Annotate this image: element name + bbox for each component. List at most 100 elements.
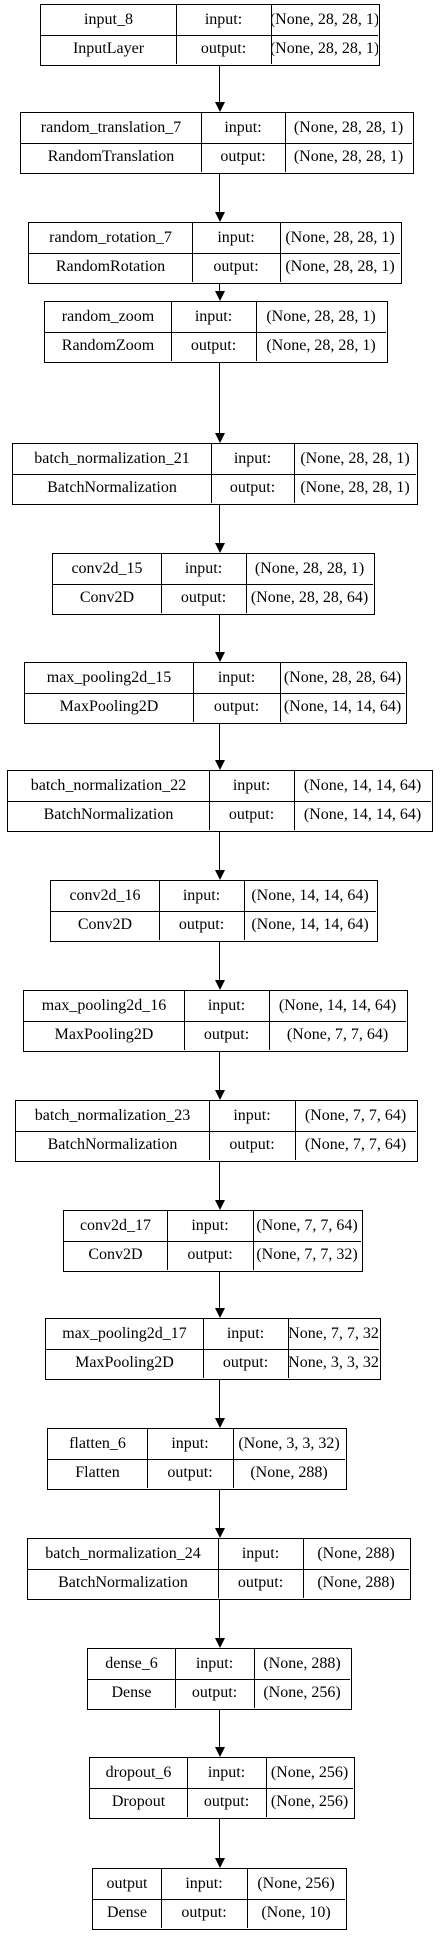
layer-type: Conv2D [77, 916, 133, 934]
connector-line [219, 505, 221, 543]
row-divider [29, 252, 400, 254]
connector-line [219, 615, 221, 652]
layer-type: RandomRotation [55, 258, 166, 276]
output-label: output: [190, 337, 237, 355]
input-shape: [(None, 28, 28, 1)] [271, 10, 378, 28]
output-shape: [(None, 28, 28, 1)] [271, 40, 378, 58]
input-label: input: [207, 1763, 246, 1781]
output-label: output: [167, 1464, 213, 1482]
row-divider [45, 331, 386, 333]
output-label: output: [203, 1026, 250, 1044]
layer-type: Dense [111, 1684, 152, 1702]
input-shape: (None, 28, 28, 64) [283, 668, 402, 686]
input-label: input: [194, 307, 233, 325]
output-label: output: [191, 1684, 238, 1702]
input-label: input: [226, 1324, 265, 1342]
row-divider [64, 1240, 361, 1242]
output-label: output: [213, 698, 260, 716]
input-shape: (None, 7, 7, 32) [288, 1324, 379, 1342]
layer-type: RandomTranslation [47, 148, 175, 166]
layer-name: dropout_6 [105, 1763, 172, 1781]
input-label: input: [184, 559, 223, 577]
input-label: input: [207, 996, 246, 1014]
output-shape: (None, 3, 3, 32) [288, 1354, 379, 1372]
input-shape: (None, 28, 28, 1) [293, 118, 404, 136]
connector-line [219, 942, 221, 980]
layer-name: input_8 [84, 10, 133, 28]
connector-line [219, 174, 221, 212]
output-label: output: [180, 589, 227, 607]
row-divider [13, 473, 416, 475]
layer-type: BatchNormalization [47, 1136, 178, 1154]
input-shape: (None, 28, 28, 1) [266, 307, 376, 325]
input-label: input: [204, 10, 243, 28]
arrowhead-icon [215, 980, 225, 990]
input-shape: (None, 7, 7, 64) [304, 1106, 407, 1124]
input-shape: (None, 288) [263, 1654, 341, 1672]
input-label: input: [224, 118, 262, 136]
output-label: output: [200, 40, 247, 58]
layer-type: Dropout [111, 1793, 166, 1811]
row-divider [88, 1678, 350, 1680]
layer-name: conv2d_15 [71, 559, 143, 577]
output-shape: (None, 256) [263, 1684, 341, 1702]
arrowhead-icon [215, 760, 225, 770]
input-label: input: [233, 1106, 271, 1124]
row-divider [28, 1568, 409, 1570]
output-label: output: [178, 916, 225, 934]
input-label: input: [233, 449, 272, 467]
arrowhead-icon [215, 1638, 225, 1648]
row-divider [53, 583, 373, 585]
row-divider [93, 1898, 345, 1900]
input-label: input: [232, 776, 271, 794]
row-divider [8, 800, 431, 802]
connector-line [219, 724, 221, 760]
layer-type: Flatten [75, 1464, 120, 1482]
input-shape: (None, 256) [270, 1763, 349, 1781]
layer-type: BatchNormalization [58, 1574, 188, 1592]
output-label: output: [181, 1904, 227, 1922]
output-label: output: [187, 1246, 233, 1264]
connector-line [219, 363, 221, 433]
output-shape: (None, 14, 14, 64) [303, 806, 422, 824]
output-label: output: [222, 1354, 269, 1372]
arrowhead-icon [215, 1200, 225, 1210]
connector-line [219, 1272, 221, 1308]
layer-type: BatchNormalization [47, 479, 177, 497]
output-label: output: [229, 1136, 275, 1154]
arrowhead-icon [215, 1418, 225, 1428]
input-shape: (None, 3, 3, 32) [238, 1434, 340, 1452]
row-divider [48, 1458, 345, 1460]
layer-type: MaxPooling2D [54, 1026, 154, 1044]
input-shape: (None, 28, 28, 1) [300, 449, 410, 467]
output-shape: (None, 28, 28, 1) [266, 337, 376, 355]
input-shape: (None, 14, 14, 64) [303, 776, 422, 794]
output-shape: (None, 14, 14, 64) [283, 698, 402, 716]
arrowhead-icon [215, 1090, 225, 1100]
layer-name: batch_normalization_24 [45, 1544, 201, 1562]
arrowhead-icon [215, 291, 225, 301]
layer-name: dense_6 [105, 1654, 158, 1672]
layer-type: Conv2D [88, 1246, 143, 1264]
row-divider [21, 142, 412, 144]
connector-line [219, 1710, 221, 1747]
arrowhead-icon [215, 543, 225, 553]
layer-name: batch_normalization_21 [34, 449, 190, 467]
layer-name: random_rotation_7 [49, 228, 172, 246]
arrowhead-icon [215, 212, 225, 222]
output-label: output: [203, 1793, 250, 1811]
input-shape: (None, 28, 28, 1) [254, 559, 365, 577]
layer-name: max_pooling2d_17 [62, 1324, 187, 1342]
layer-name: conv2d_17 [79, 1216, 152, 1234]
